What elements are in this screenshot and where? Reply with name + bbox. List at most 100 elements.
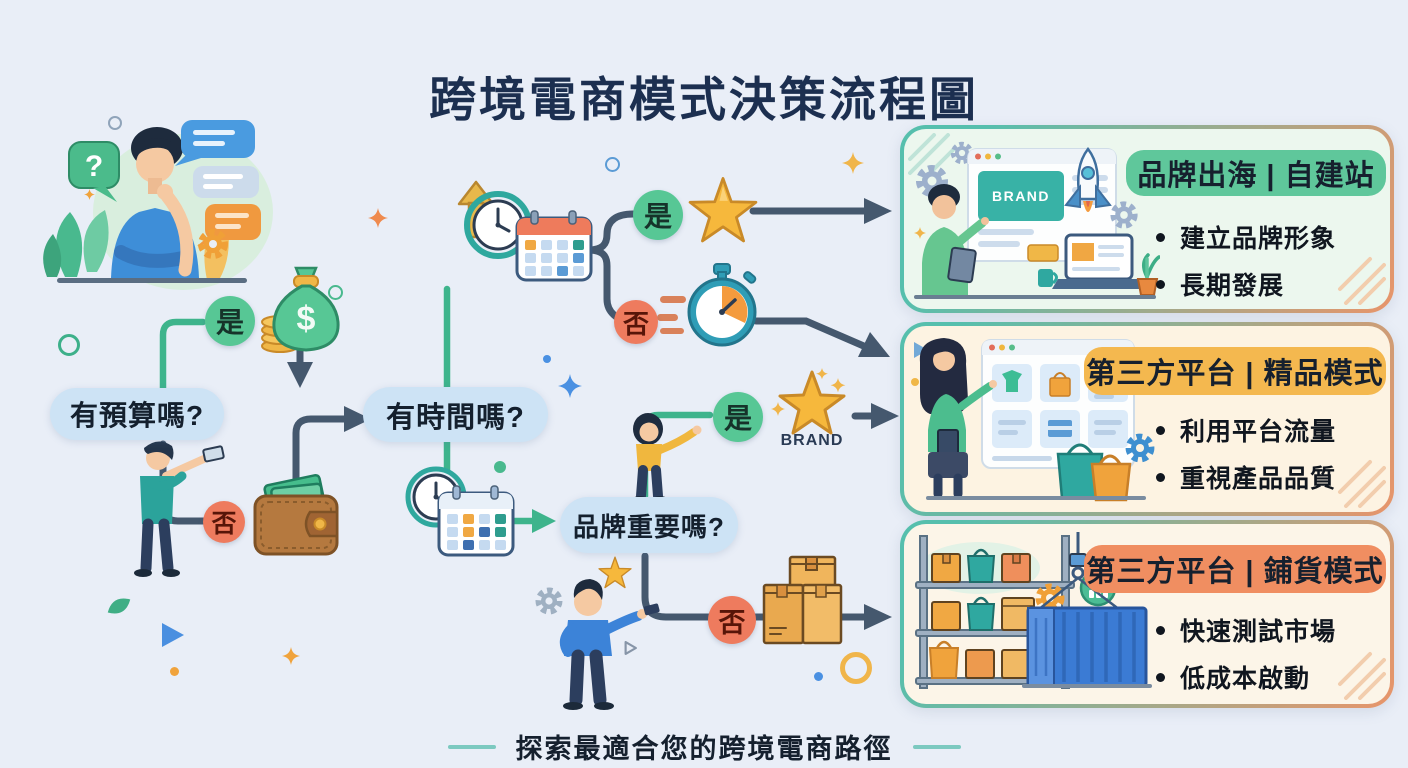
corner-hatch-decor [1338,257,1386,305]
brand-site-illustration: BRAND [914,141,1160,299]
sparkle-icon [84,189,95,200]
plant-leaf [56,212,83,277]
chat-bubble-icon [175,120,255,166]
page-title: 跨境電商模式決策流程圖 [429,73,979,127]
bullet-dot [1156,425,1165,435]
clock-calendar-icon [457,180,593,282]
card-bullet: 利用平台流量 [1156,412,1336,448]
rocket-icon [1064,146,1112,212]
bullet-dot [1156,472,1165,482]
circle-outline-decor [108,116,122,130]
gear-icon [535,587,563,615]
card-bullet: 重視產品品質 [1156,459,1336,495]
calendar-icon [515,210,593,282]
brand-no-badge: 否 [708,596,756,644]
decision-brand-label: 品牌重要嗎? [573,511,725,542]
man-with-tablet [922,184,989,297]
corner-hatch-decor [1338,652,1386,700]
dot-decor [814,672,823,681]
card-bullet-list: 利用平台流量 重視產品品質 [1156,412,1336,495]
budget-yes-badge: 是 [205,296,255,346]
chat-bubble-icon [193,166,259,198]
boutique-illustration [911,338,1155,502]
result-card-dropship: 第三方平台 | 鋪貨模式 快速測試市場 低成本啟動 [900,520,1394,708]
card-title-badge: 第三方平台 | 精品模式 [1084,347,1386,395]
gear-icon [1125,433,1155,463]
thinking-person-illustration: ? [43,120,273,290]
decision-time: 有時間嗎? [363,387,548,442]
sparkle-icon [368,208,388,228]
footer-dash-right [912,744,961,749]
calendar-icon [437,485,515,557]
footer-dash-left [447,744,496,749]
circle-outline-decor [840,652,872,684]
card-bullet-list: 快速測試市場 低成本啟動 [1156,612,1336,695]
card-title-badge: 品牌出海 | 自建站 [1126,150,1386,196]
decision-budget-label: 有預算嗎? [69,400,205,431]
card-bullet: 快速測試市場 [1156,612,1336,648]
presenter-woman [633,413,702,502]
card-title: 第三方平台 | 鋪貨模式 [1086,556,1384,588]
bullet-dot [1156,672,1165,682]
svg-text:?: ? [85,150,103,183]
svg-text:BRAND: BRAND [781,432,844,449]
star-icon [688,177,758,243]
woman-with-tablet [919,338,997,499]
shopping-bags-icon [1056,443,1132,502]
decision-budget: 有預算嗎? [50,388,224,440]
card-title: 品牌出海 | 自建站 [1137,160,1375,192]
plant-icon [1136,253,1160,296]
mug-icon [1038,269,1058,287]
corner-hatch-decor [1338,460,1386,508]
bullet-dot [1156,625,1165,635]
wallet-icon [253,473,339,556]
dot-decor [170,667,179,676]
svg-text:BRAND: BRAND [992,188,1050,204]
stopwatch-icon [657,263,757,347]
card-bullet-list: 建立品牌形象 長期發展 [1156,219,1336,302]
gear-icon [198,229,228,259]
time-yes-badge: 是 [633,190,683,240]
brand-yes-badge: 是 [713,392,763,442]
card-bullet: 長期發展 [1156,266,1336,302]
sparkle-icon [282,647,300,665]
circle-outline-decor [328,285,343,300]
boxes-icon [762,555,843,645]
result-card-boutique: 第三方平台 | 精品模式 利用平台流量 重視產品品質 [900,322,1394,516]
svg-text:$: $ [297,300,316,338]
card-title: 第三方平台 | 精品模式 [1086,358,1384,390]
triangle-decor [162,623,184,647]
circle-outline-decor [58,334,80,356]
star-icon [598,556,632,589]
dot-decor [543,355,551,363]
crane-container-icon [1026,532,1148,688]
footer-caption-text: 探索最適合您的跨境電商路徑 [515,734,893,764]
clock-calendar-icon [405,466,515,557]
dot-decor [494,461,506,473]
footer-caption: 探索最適合您的跨境電商路徑 [0,727,1408,766]
face [136,145,174,183]
time-no-badge: 否 [614,300,658,344]
gear-icon [1110,201,1138,229]
brand-star-icon: BRAND [771,368,846,449]
card-bullet: 建立品牌形象 [1156,219,1336,255]
sparkle-icon [558,374,582,398]
leaf-icon [107,598,131,614]
triangle-decor [624,641,637,655]
card-title-badge: 第三方平台 | 鋪貨模式 [1084,545,1386,593]
shelf-icon [915,535,1075,689]
waving-man [559,579,660,710]
laptop-icon [1052,233,1146,289]
decision-time-label: 有時間嗎? [386,401,525,434]
sparkle-icon [842,152,864,174]
photographer-person [134,441,225,577]
budget-no-badge: 否 [203,501,245,543]
question-bubble-icon: ? [68,141,120,202]
bullet-dot [1156,279,1165,289]
card-bullet: 低成本啟動 [1156,659,1336,695]
decision-brand: 品牌重要嗎? [560,497,738,553]
result-card-brand-site: BRAND [900,125,1394,313]
bullet-dot [1156,232,1165,242]
circle-outline-decor [605,157,620,172]
